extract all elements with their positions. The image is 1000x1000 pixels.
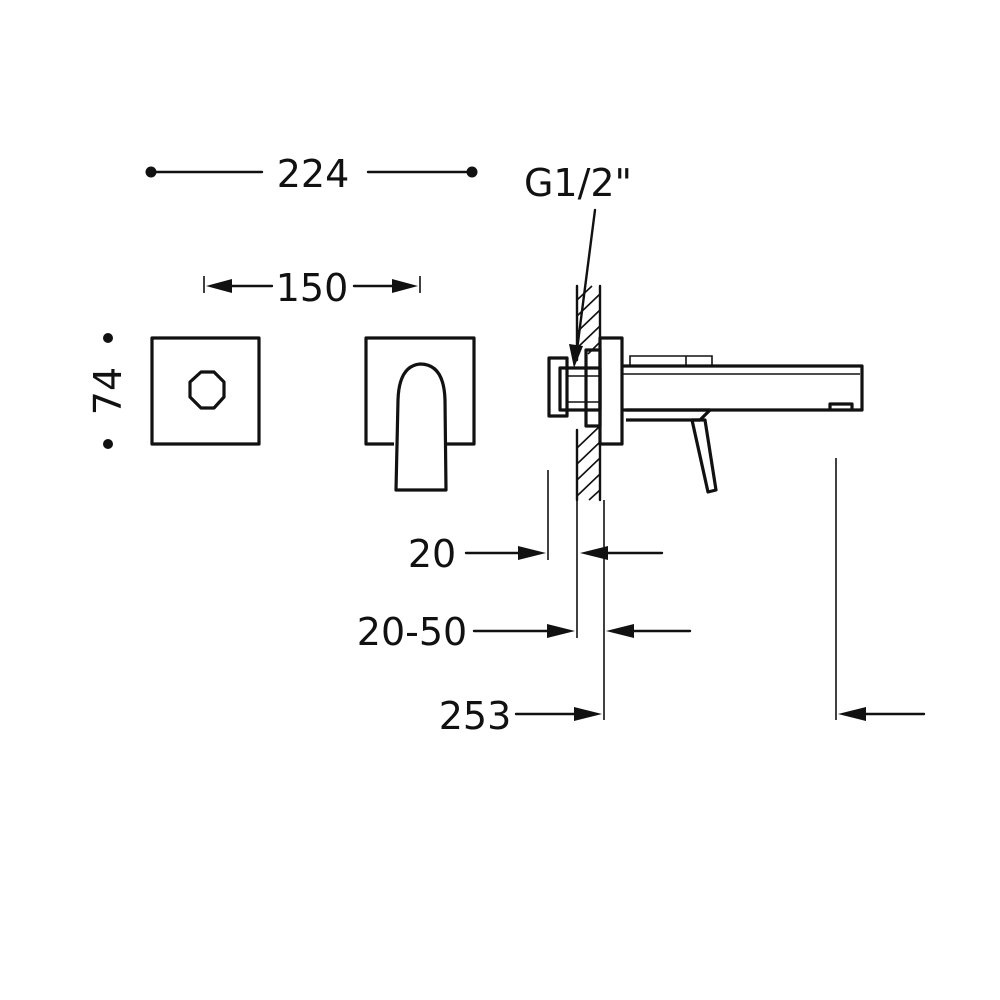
label-253: 253	[439, 694, 512, 738]
label-74: 74	[86, 367, 130, 415]
dimension-253: 253	[439, 694, 926, 738]
label-thread: G1/2"	[524, 161, 632, 205]
dimension-20-50: 20-50	[357, 610, 692, 654]
label-20-50: 20-50	[357, 610, 467, 654]
lever-handle-icon	[394, 362, 448, 492]
side-view-spout	[598, 336, 864, 494]
dimension-20: 20	[408, 532, 664, 576]
dimension-150: 150	[203, 266, 421, 310]
front-view-left-plate	[150, 336, 261, 446]
extension-lines	[547, 458, 837, 720]
label-150: 150	[276, 266, 349, 310]
side-lever-icon	[690, 418, 718, 494]
dimension-74: 74	[86, 333, 130, 449]
label-224: 224	[277, 152, 350, 196]
thread-callout: G1/2"	[524, 161, 632, 368]
round-knob-icon	[188, 370, 226, 410]
dimension-224: 224	[145, 152, 478, 196]
label-20: 20	[408, 532, 456, 576]
front-view-right-plate	[364, 336, 476, 492]
